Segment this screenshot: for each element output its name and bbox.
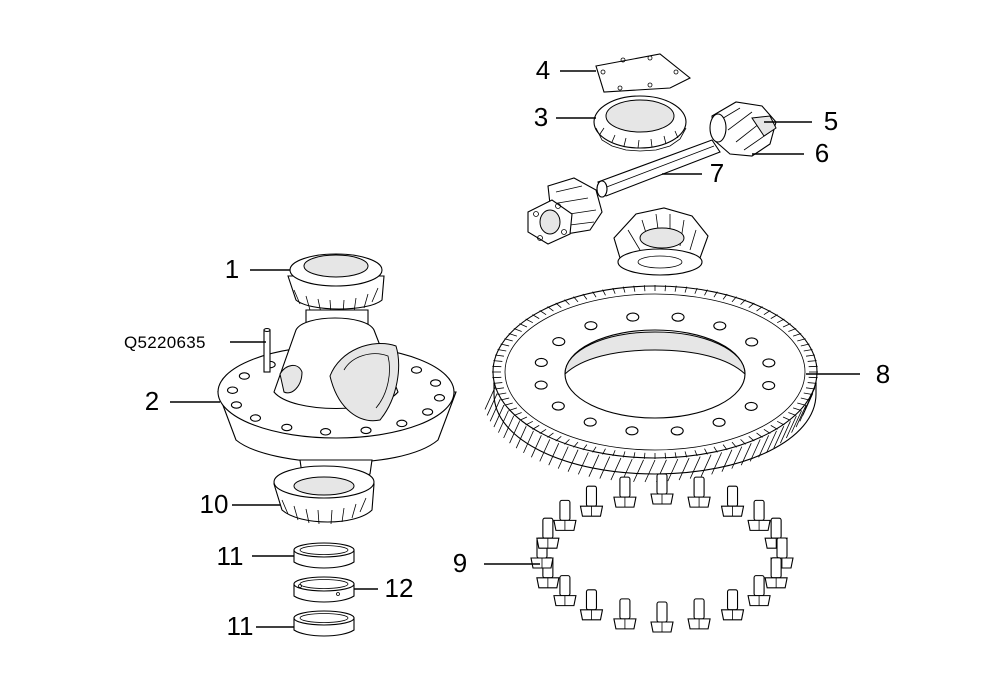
callout-1: 1 xyxy=(225,254,239,284)
callout-9: 9 xyxy=(453,548,467,578)
callout-2: 2 xyxy=(145,386,159,416)
callout-10: 10 xyxy=(200,489,229,519)
callout-7: 7 xyxy=(710,158,724,188)
ring-gear-bolt xyxy=(720,589,745,621)
ring-gear-bolt xyxy=(747,575,771,607)
callout-3: 3 xyxy=(534,102,548,132)
part-spacer xyxy=(293,576,355,603)
callout-8: 8 xyxy=(876,359,890,389)
ring-gear-bolt xyxy=(650,473,674,505)
part-ring-gear xyxy=(484,285,818,483)
part-gasket xyxy=(595,53,692,93)
part-ring-gear-bolts xyxy=(530,473,794,633)
ring-gear-bolt xyxy=(536,517,560,549)
part-side-gear-lower xyxy=(613,207,709,276)
callout-11-lower: 11 xyxy=(227,611,254,641)
ring-gear-bolt xyxy=(720,485,745,517)
ring-gear-bolt xyxy=(553,575,577,607)
ring-gear-bolt-holes xyxy=(534,312,776,436)
ring-gear-bolt xyxy=(613,476,637,508)
leader-lines xyxy=(170,70,860,628)
callout-6: 6 xyxy=(815,138,829,168)
part-differential-case xyxy=(217,317,457,481)
ring-gear-bolt xyxy=(579,589,604,621)
part-side-gear-upper xyxy=(593,95,687,152)
callout-labels: 4 3 5 6 7 8 9 1 Q5220635 2 10 11 12 11 xyxy=(124,55,890,641)
ring-gear-bolt xyxy=(579,485,604,517)
callout-5: 5 xyxy=(824,106,838,136)
ring-gear-teeth xyxy=(484,285,818,483)
ring-gear-bolt xyxy=(613,598,637,630)
ring-gear-bolt xyxy=(650,601,674,633)
part-shim-upper xyxy=(293,542,355,569)
callout-11-upper: 11 xyxy=(217,541,244,571)
ring-gear-bolt xyxy=(687,598,711,630)
part-bearing-lower xyxy=(273,465,375,525)
ring-gear-bolt xyxy=(687,476,711,508)
part-code-label: Q5220635 xyxy=(124,333,206,352)
part-pinion-shaft-assembly xyxy=(527,101,777,245)
callout-4: 4 xyxy=(536,55,550,85)
part-shim-lower xyxy=(293,610,355,637)
callout-12: 12 xyxy=(385,573,414,603)
part-pin xyxy=(263,327,271,373)
ring-gear-bolt xyxy=(747,499,771,531)
ring-gear-bolt xyxy=(764,557,788,589)
ring-gear-bolt xyxy=(553,499,577,531)
